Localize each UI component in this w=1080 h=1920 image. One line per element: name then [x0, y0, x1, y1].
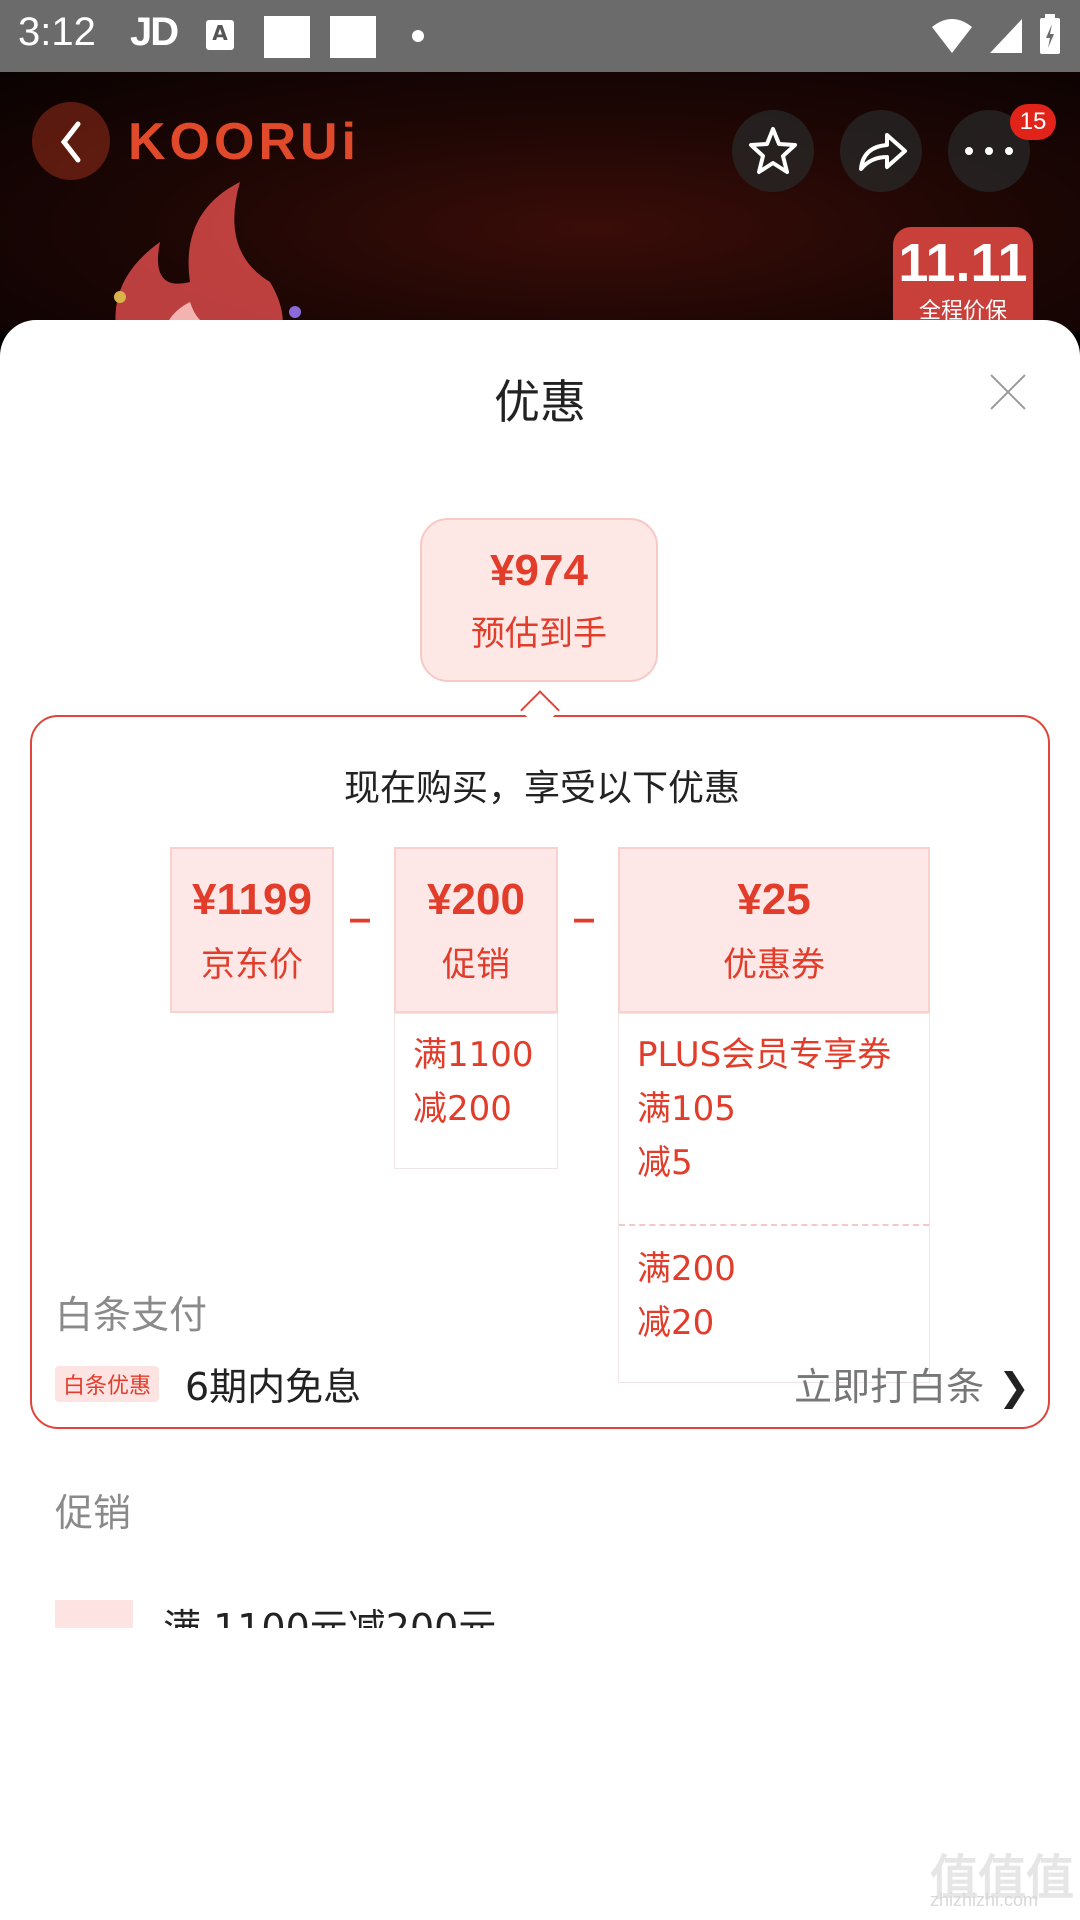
jd-price-label: 京东价 [201, 945, 303, 985]
promo-detail-line1: 满1100 [413, 1035, 534, 1075]
promo-cell: ¥200 促销 [394, 847, 558, 1013]
dashed-divider [619, 1224, 929, 1226]
product-hero: KOORUi 15 11.11 全程价保 [0, 72, 1080, 332]
brand-logo: KOORUi [128, 113, 360, 171]
coupon-detail-item: PLUS会员专享券 满105 减5 [637, 1028, 891, 1190]
promotion-section-title: 促销 [55, 1491, 132, 1535]
promo-value: ¥200 [427, 875, 525, 924]
coupon-detail-line3: 减5 [637, 1143, 693, 1183]
status-bar: 3:12 JD A [0, 0, 1080, 72]
star-icon [749, 127, 797, 174]
coupon-detail: PLUS会员专享券 满105 减5 满200 减20 [618, 1013, 930, 1383]
watermark-url: zhizhizhi.com [930, 1890, 1039, 1910]
coupon-detail-item: 满200 减20 [637, 1242, 736, 1350]
minus-sign: _ [574, 877, 594, 923]
baitiao-row[interactable]: 白条优惠 6期内免息 立即打白条 ❯ [55, 1356, 1030, 1416]
coupon-label: 优惠券 [723, 945, 825, 985]
price-protect-tag: 11.11 全程价保 [893, 227, 1033, 332]
share-icon [859, 133, 907, 171]
coupon-detail-line1: PLUS会员专享券 [637, 1035, 892, 1075]
flame-graphic [114, 182, 301, 332]
baitiao-section-title: 白条支付 [55, 1293, 208, 1337]
promo-tag-small: 全程价保 [918, 299, 1007, 324]
baitiao-tag: 白条优惠 [55, 1366, 160, 1402]
baitiao-action-label: 立即打白条 [794, 1365, 985, 1409]
favorite-button[interactable] [732, 110, 814, 192]
status-right [930, 14, 1062, 56]
promo-detail: 满1100 减200 [394, 1013, 558, 1169]
notification-icon [330, 16, 376, 58]
promotion-text: 满 1100元减200元 [163, 1606, 497, 1628]
breakdown-title: 现在购买，享受以下优惠 [343, 768, 740, 809]
more-icon [965, 147, 1013, 155]
discount-breakdown-box: 现在购买，享受以下优惠 ¥1199 京东价 _ ¥200 促销 _ ¥25 优惠… [30, 715, 1050, 1429]
chevron-right-icon: ❯ [998, 1365, 1030, 1409]
signal-icon [990, 19, 1022, 53]
back-button[interactable] [32, 102, 110, 180]
back-icon [60, 121, 81, 163]
coupon-cell: ¥25 优惠券 [618, 847, 930, 1013]
discount-sheet: 优惠 ¥974 预估到手 现在购买，享受以下优惠 ¥1199 京东价 _ ¥20… [0, 320, 1080, 1920]
status-time: 3:12 [18, 10, 96, 54]
promo-tag-big: 11.11 [898, 233, 1028, 293]
coupon-detail-line2: 满105 [637, 1089, 736, 1129]
minus-sign: _ [350, 877, 370, 923]
sheet-title: 优惠 [494, 375, 586, 429]
final-price-card: ¥974 预估到手 [420, 518, 658, 682]
jd-price-value: ¥1199 [192, 875, 312, 924]
more-notifications-icon [412, 30, 424, 42]
watermark-logo: 值值值 [930, 1850, 1075, 1906]
close-icon[interactable] [988, 372, 1028, 412]
jd-price-cell: ¥1199 京东价 [170, 847, 334, 1013]
share-button[interactable] [840, 110, 922, 192]
coupon-detail-line2: 减20 [637, 1303, 715, 1343]
final-price-amount: ¥974 [490, 546, 588, 595]
final-price-label: 预估到手 [471, 614, 607, 654]
battery-icon [1040, 14, 1060, 54]
promo-label: 促销 [442, 945, 510, 985]
cart-count-badge: 15 [1010, 104, 1056, 140]
baitiao-action[interactable]: 立即打白条 ❯ [794, 1356, 1030, 1411]
baitiao-text: 6期内免息 [185, 1365, 362, 1409]
promotion-tag [55, 1600, 133, 1628]
notification-icon [264, 16, 310, 58]
wifi-icon [932, 19, 972, 53]
coupon-detail-line1: 满200 [637, 1249, 736, 1289]
keyboard-a-icon: A [206, 20, 234, 50]
promo-detail-line2: 减200 [413, 1089, 512, 1129]
jd-app-icon: JD [130, 10, 179, 54]
promotion-row[interactable]: 满 1100元减200元 [55, 1588, 1055, 1628]
coupon-value: ¥25 [737, 875, 811, 924]
